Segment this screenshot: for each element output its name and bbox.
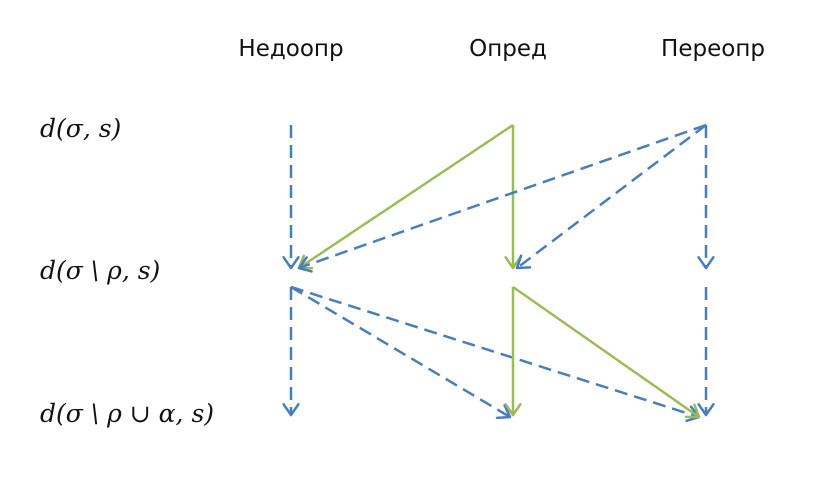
row-label-r1: d(σ, s): [40, 114, 122, 143]
column-label-over: Переопр: [661, 36, 765, 62]
arrow-under-r2-exact-r3: [290, 285, 511, 419]
arrow-over-r1-under-r2: [298, 123, 707, 270]
column-label-under: Недоопр: [238, 36, 344, 62]
arrow-exact-r2-over-r3: [512, 285, 700, 419]
arrow-under-r1-r2-head: [282, 256, 300, 270]
arrow-exact-r1-under-r2: [298, 123, 514, 270]
arrow-over-r1-exact-r2: [516, 124, 707, 269]
column-label-exact: Опред: [469, 36, 547, 62]
arrow-under-r2-r3-head: [282, 403, 300, 417]
arrow-under-r2-over-r3: [290, 285, 700, 419]
arrow-over-r1-r2-head: [697, 256, 715, 270]
arrow-under-r2-exact-r3-head: [495, 403, 512, 420]
arrow-exact-r2-over-r3-head: [684, 403, 701, 419]
arrow-over-r1-exact-r2-head: [515, 254, 532, 270]
row-label-r3: d(σ \ ρ ∪ α, s): [40, 399, 215, 428]
arrow-exact-r1-r2-head: [504, 256, 522, 270]
arrow-over-r1-under-r2-head: [297, 256, 313, 273]
arrow-exact-r2-r3-head: [504, 403, 522, 417]
row-label-r2: d(σ \ ρ, s): [40, 256, 161, 285]
arrow-over-r2-r3-head: [697, 403, 715, 417]
